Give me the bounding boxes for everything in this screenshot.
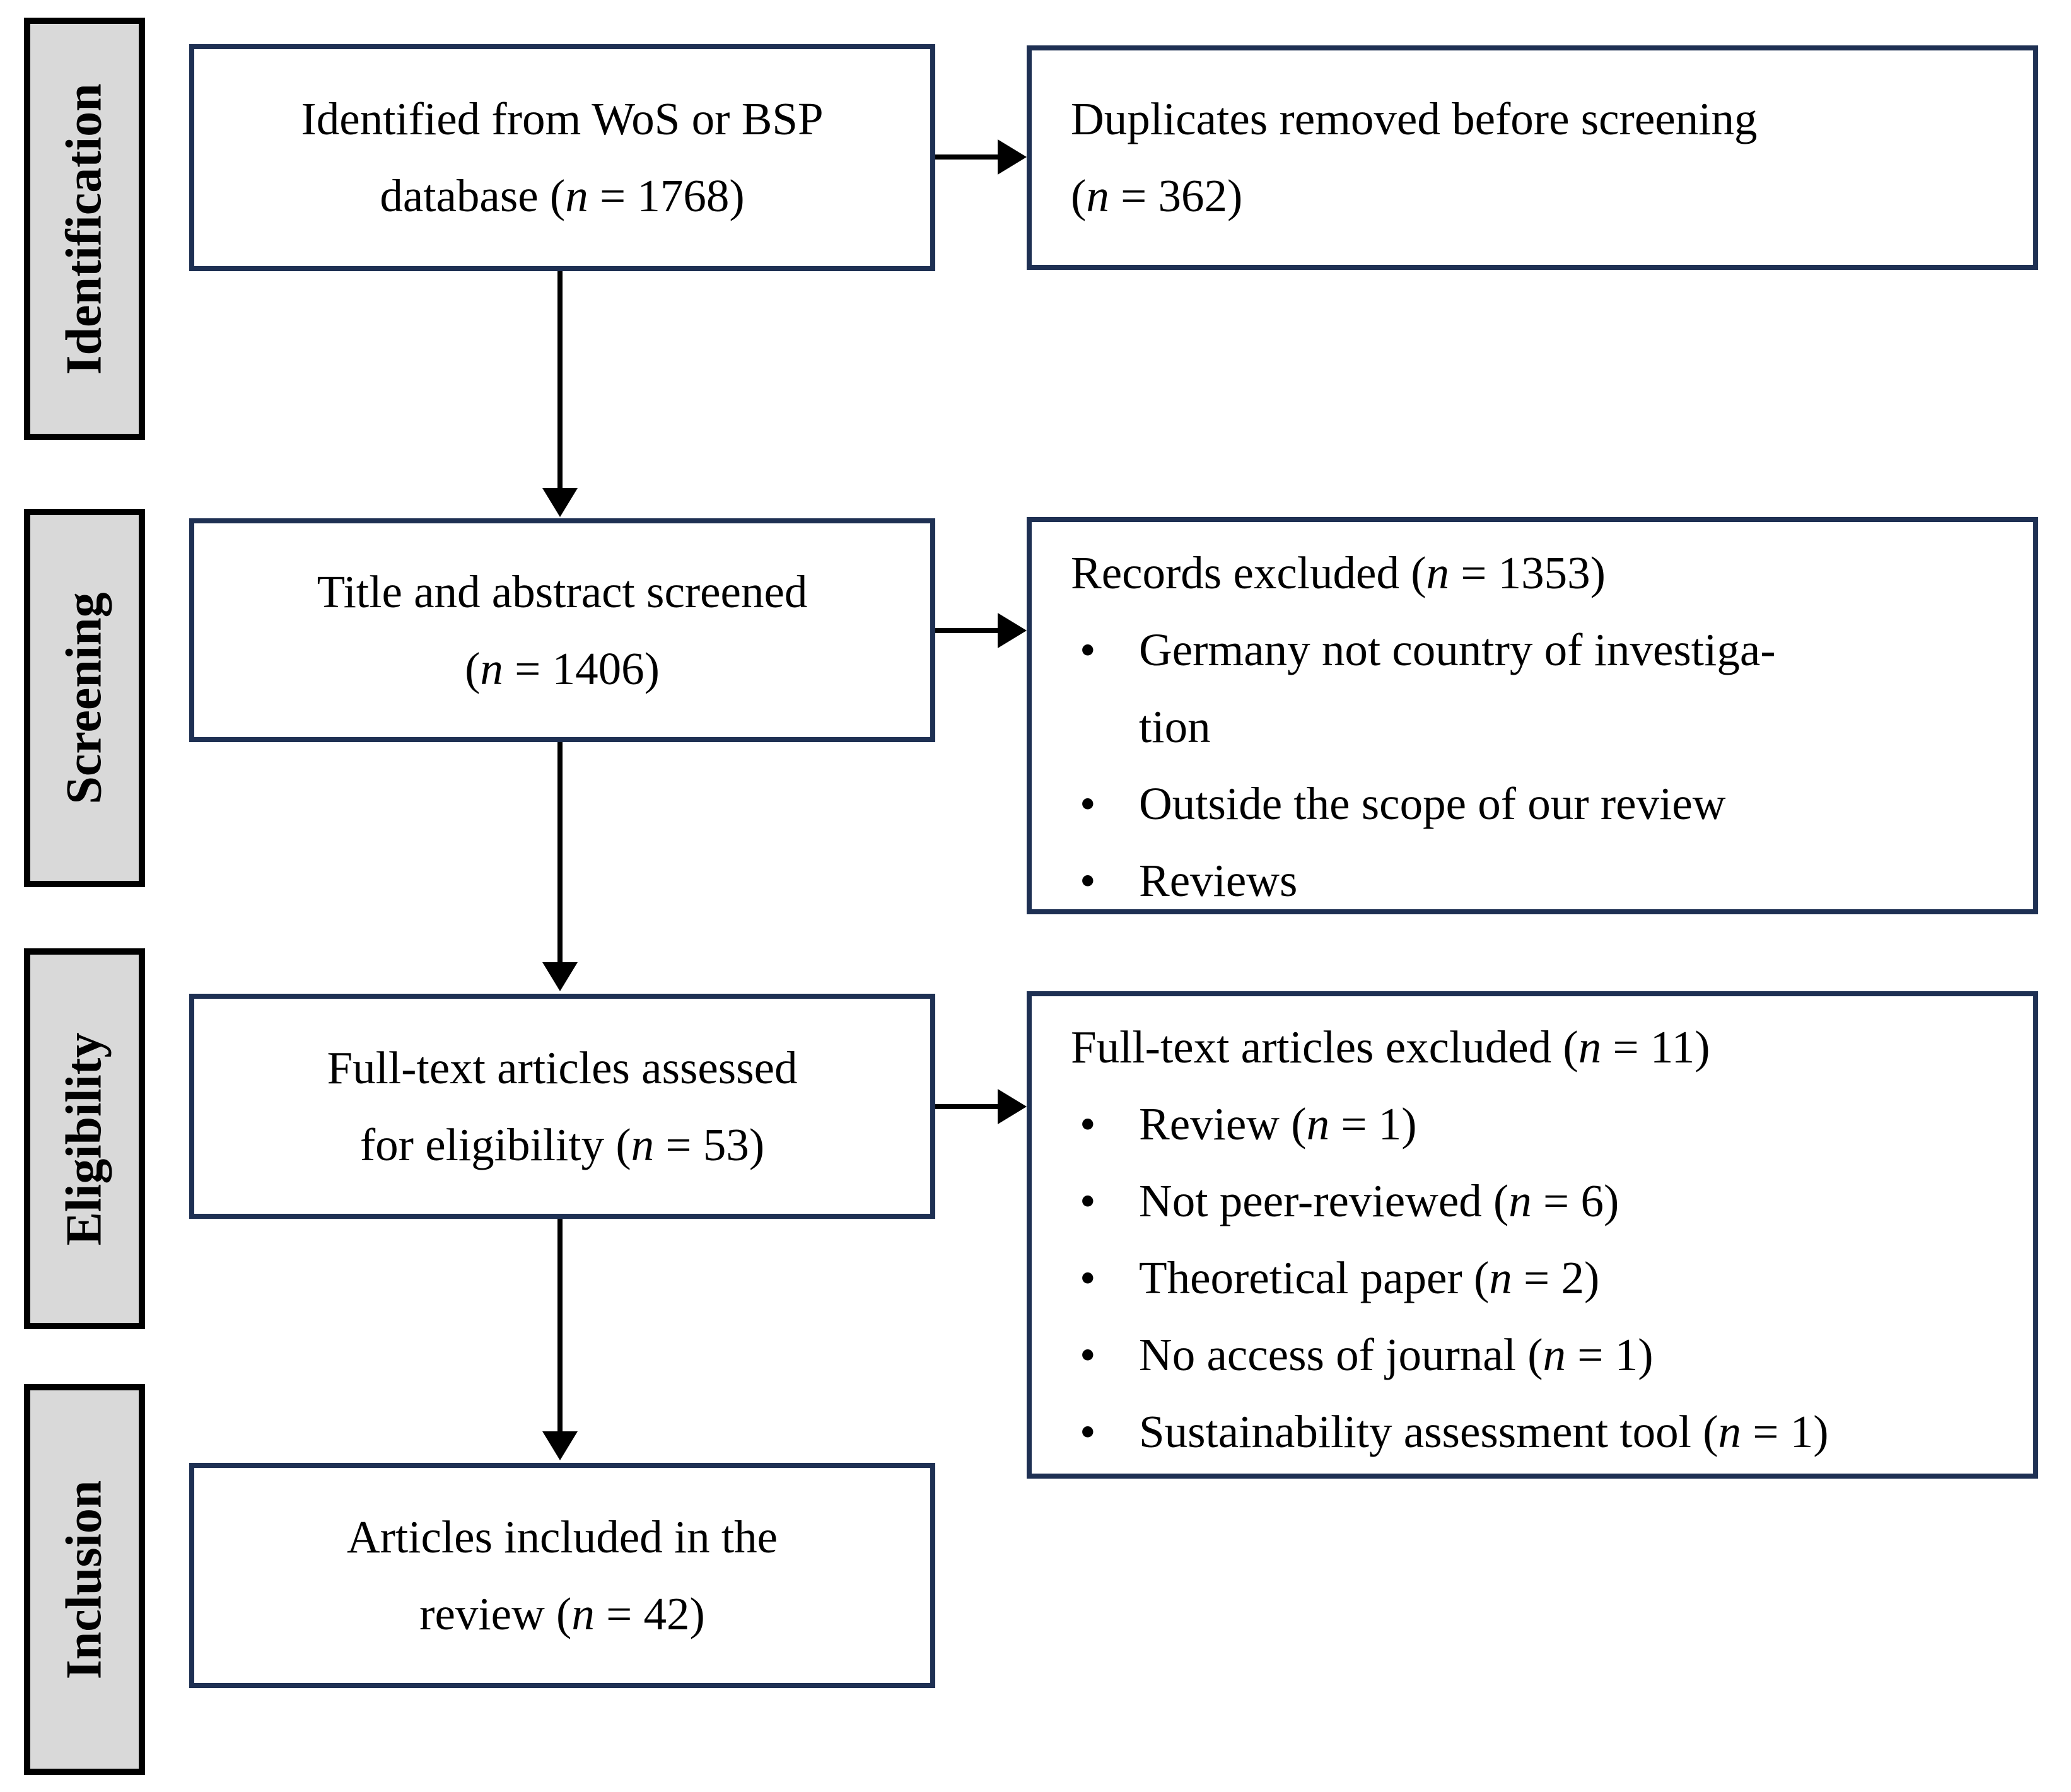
arrow-line [557, 1219, 563, 1433]
stage-box-identification: Identification [24, 18, 145, 440]
stage-label-screening: Screening [56, 591, 112, 805]
stage-label-identification: Identification [56, 83, 112, 375]
box-title-abstract-screened: Title and abstract screened (n = 1406) [189, 518, 935, 742]
box-text-line: Full-text articles assessed [327, 1042, 798, 1093]
box-text-line: Duplicates removed before screening [1071, 93, 1758, 144]
box-text-line: for eligibility (n = 53) [359, 1119, 765, 1170]
stage-box-eligibility: Eligibility [24, 948, 145, 1329]
arrow-line [557, 742, 563, 963]
box-identified-records: Identified from WoS or BSP database (n =… [189, 44, 935, 271]
bullet-item: Outside the scope of our review [1071, 765, 2010, 842]
box-header: Records excluded (n = 1353) [1071, 547, 1606, 598]
box-records-excluded: Records excluded (n = 1353) Germany not … [1027, 517, 2038, 919]
arrow-line [935, 1104, 1001, 1109]
stage-label-eligibility: Eligibility [56, 1032, 112, 1245]
fulltext-excluded-reasons-list: Review (n = 1)Not peer-reviewed (n = 6)T… [1071, 1086, 2010, 1470]
arrow-line [935, 154, 1001, 160]
bullet-item: Theoretical paper (n = 2) [1071, 1240, 2010, 1317]
arrow-line [935, 628, 1001, 633]
box-header: Full-text articles excluded (n = 11) [1071, 1021, 1710, 1073]
arrowhead-down-icon [542, 1431, 578, 1460]
bullet-item: No access of journal (n = 1) [1071, 1317, 2010, 1393]
bullet-item: Not peer-reviewed (n = 6) [1071, 1163, 2010, 1240]
box-text-line: Articles included in the [346, 1511, 778, 1562]
bullet-item: Sustainability assessment tool (n = 1) [1071, 1393, 2010, 1470]
box-text-line: (n = 1406) [465, 643, 660, 694]
arrow-line [557, 271, 563, 489]
stage-label-inclusion: Inclusion [56, 1480, 112, 1679]
box-text-line: (n = 362) [1071, 170, 1243, 221]
arrowhead-down-icon [542, 962, 578, 991]
box-text-line: Identified from WoS or BSP [301, 93, 824, 144]
box-text-line: database (n = 1768) [380, 170, 745, 221]
stage-box-inclusion: Inclusion [24, 1384, 145, 1775]
box-duplicates-removed: Duplicates removed before screening (n =… [1027, 45, 2038, 270]
box-text-line: Title and abstract screened [317, 566, 808, 617]
box-fulltext-assessed: Full-text articles assessed for eligibil… [189, 994, 935, 1219]
arrowhead-down-icon [542, 488, 578, 517]
bullet-item: Review (n = 1) [1071, 1086, 2010, 1163]
arrowhead-right-icon [998, 613, 1027, 648]
arrowhead-right-icon [998, 139, 1027, 175]
arrowhead-right-icon [998, 1089, 1027, 1124]
bullet-item: Reviews [1071, 842, 2010, 919]
stage-box-screening: Screening [24, 509, 145, 887]
bullet-item: Germany not country of investiga- tion [1071, 612, 2010, 765]
box-articles-included: Articles included in the review (n = 42) [189, 1463, 935, 1688]
records-excluded-reasons-list: Germany not country of investiga- tionOu… [1071, 612, 2010, 919]
box-fulltext-excluded: Full-text articles excluded (n = 11) Rev… [1027, 991, 2038, 1479]
box-text-line: review (n = 42) [419, 1588, 705, 1639]
